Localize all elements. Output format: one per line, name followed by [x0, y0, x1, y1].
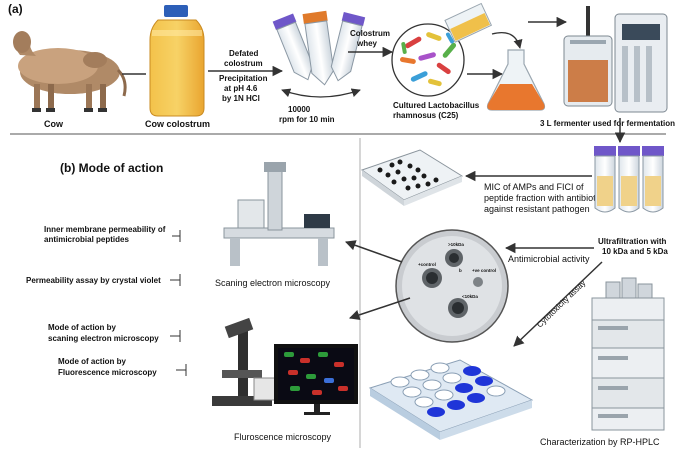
centrifuge-time: rpm for 10 min: [279, 115, 335, 124]
dish-label-b: b: [459, 268, 462, 273]
fluorescence-label: Fluroscence microscopy: [234, 432, 332, 442]
step-defated-1: Defated: [229, 49, 258, 58]
hplc-instrument: [591, 277, 665, 431]
whey-label-2: whey: [356, 39, 378, 48]
fermenter-equipment: [563, 6, 668, 113]
lactobacillus-culture: [391, 23, 465, 97]
centrifuge-tubes: [272, 10, 366, 98]
panel-b-label: (b) Mode of action: [60, 161, 163, 175]
erlenmeyer-flask: [444, 2, 546, 111]
moa-item-3b: scaning electron microscopy: [48, 334, 159, 343]
dish-label-positive-control: +control: [418, 262, 436, 267]
colostrum-bottle: [149, 5, 205, 117]
moa-item-4a: Mode of action by: [58, 357, 127, 366]
moa-item-1a: Inner membrane permeability of: [44, 225, 166, 234]
arrow-to-cytotoxicity: [513, 261, 603, 347]
moa-item-4b: Fluorescence microscopy: [58, 368, 157, 377]
cow-illustration: [13, 31, 127, 112]
hplc-label: Characterization by RP-HPLC: [540, 437, 660, 447]
fermenter-label: 3 L fermenter used for fermentation: [540, 119, 675, 128]
petri-dish: [395, 229, 509, 343]
whey-label-1: Colostrum: [350, 29, 390, 38]
cytotoxicity-label: Cytotoxicity assay: [535, 278, 587, 329]
moa-item-3a: Mode of action by: [48, 323, 117, 332]
culture-label-2: rhamnosus (C25): [393, 111, 459, 120]
sem-label: Scaning electron microscopy: [215, 278, 331, 288]
step-precipitation-1: Precipitation: [219, 74, 268, 83]
step-precipitation-3: by 1N HCl: [222, 94, 260, 103]
arrow-dish-to-fluorescence: [349, 297, 411, 320]
dish-label-ve-control: +ve control: [472, 268, 496, 273]
mic-plate: [360, 149, 464, 206]
step-defated-2: colostrum: [224, 59, 263, 68]
sem-microscope: [223, 162, 335, 266]
ultrafiltration-label-2: 10 kDa and 5 kDa: [602, 247, 668, 256]
ultrafiltration-label-1: Ultrafiltration with: [598, 237, 667, 246]
moa-item-2: Permeability assay by crystal violet: [26, 276, 161, 285]
step-precipitation-2: at pH 4.6: [224, 84, 258, 93]
centrifuge-speed: 10000: [288, 105, 311, 114]
arrow-dish-to-sem: [345, 240, 403, 263]
panel-a-label: (a): [8, 2, 23, 16]
dish-label-gt10kda: >10kDa: [448, 242, 464, 247]
cow-colostrum-label: Cow colostrum: [145, 119, 210, 129]
mic-label-1: MIC of AMPs and FICI of: [484, 182, 584, 192]
mic-label-3: against resistant pathogen: [484, 204, 590, 214]
cow-label: Cow: [44, 119, 64, 129]
dish-label-lt10kda: <10kDa: [462, 294, 478, 299]
mic-label-2: peptide fraction with antibiotics: [484, 193, 607, 203]
ultrafiltration-tubes: [594, 146, 664, 213]
antimicrobial-label: Antimicrobial activity: [508, 254, 590, 264]
culture-label-1: Cultured Lactobacillus: [393, 101, 480, 110]
moa-item-1b: antimicrobial peptides: [44, 235, 129, 244]
cytotoxicity-plate: [368, 359, 534, 440]
fluorescence-monitor: [274, 344, 358, 415]
